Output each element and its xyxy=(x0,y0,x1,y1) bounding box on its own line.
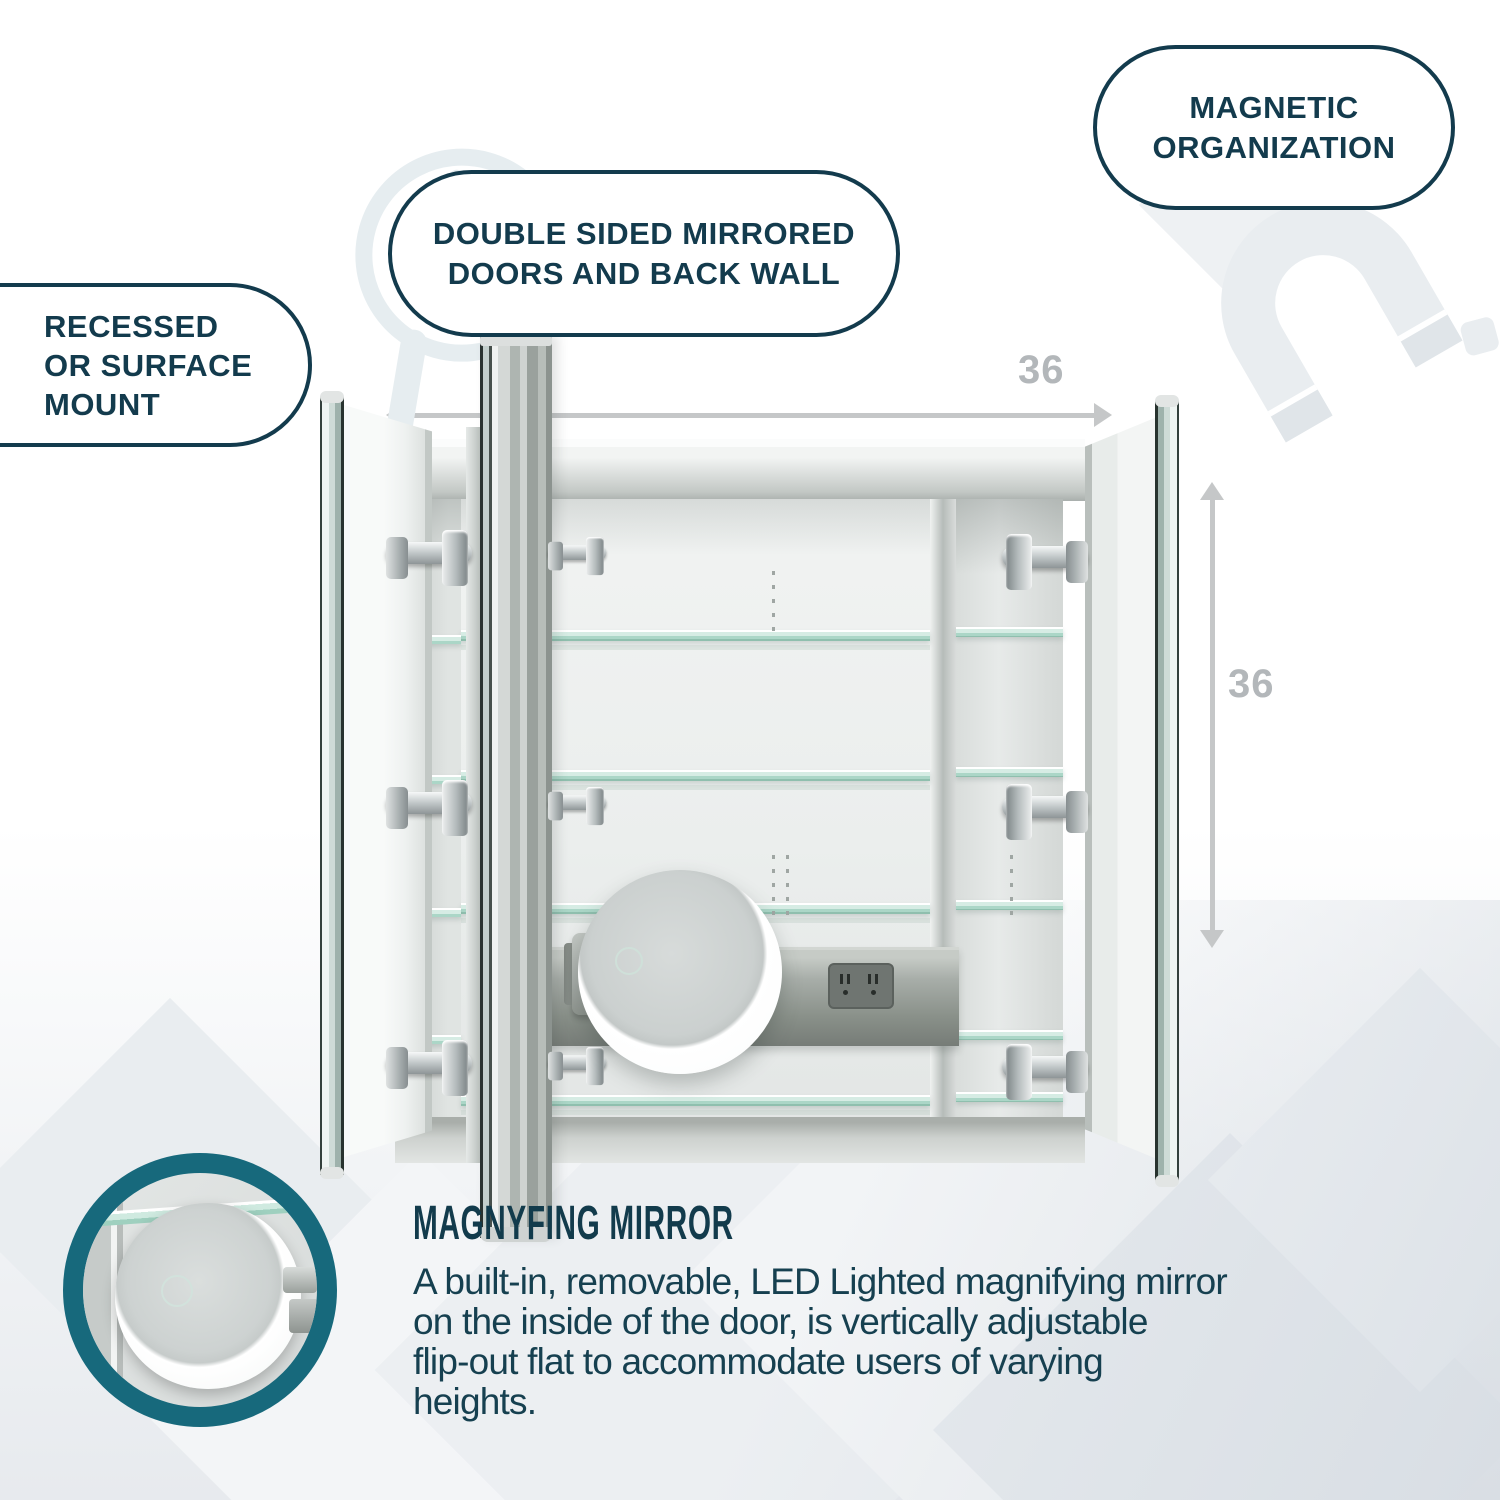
door-hinge xyxy=(1002,1041,1088,1103)
paragraph-line: flip-out flat to accommodate users of va… xyxy=(413,1341,1104,1382)
inset-touch-button xyxy=(161,1275,193,1307)
power-outlet xyxy=(828,963,894,1009)
callout-double-sided-doors: DOUBLE SIDED MIRRORED DOORS AND BACK WAL… xyxy=(388,170,900,337)
glass-shelf xyxy=(417,775,461,784)
inset-hinge xyxy=(289,1299,317,1333)
magnifying-mirror-inset xyxy=(63,1153,337,1427)
mirror-touch-button xyxy=(615,947,643,975)
inset-led-mirror xyxy=(115,1203,301,1389)
door-hinge xyxy=(1002,531,1088,593)
inset-hinge xyxy=(283,1267,317,1293)
magnet-watermark-icon xyxy=(1221,201,1499,443)
callout-text: MOUNT xyxy=(44,386,161,422)
magnifying-mirror xyxy=(578,870,782,1074)
left-door-mirror-edge xyxy=(320,397,344,1175)
glass-shelf xyxy=(956,767,1063,777)
shelf-peg-holes xyxy=(772,855,775,919)
glass-shelf xyxy=(956,627,1063,637)
center-door-open xyxy=(480,331,552,1242)
left-door-top-cap xyxy=(320,391,344,403)
shelf-peg-holes xyxy=(1010,855,1013,919)
shelf-peg-holes xyxy=(786,855,789,919)
shelf-peg-holes xyxy=(772,571,775,635)
glass-shelf xyxy=(461,630,930,650)
right-door-inner-face xyxy=(1085,417,1157,1159)
left-door-bottom-cap xyxy=(320,1167,344,1179)
callout-text: DOORS AND BACK WALL xyxy=(447,255,841,291)
door-hinge xyxy=(386,527,472,589)
door-hinge xyxy=(548,785,607,827)
medicine-cabinet-photo xyxy=(320,331,1180,1242)
glass-shelf xyxy=(461,1095,930,1115)
door-hinge xyxy=(548,535,607,577)
right-door-top-cap xyxy=(1155,395,1179,407)
glass-shelf xyxy=(417,635,461,644)
callout-text: MAGNETIC xyxy=(1189,89,1359,125)
glass-shelf xyxy=(956,1030,1063,1040)
glass-shelf xyxy=(956,900,1063,910)
glass-shelf xyxy=(461,770,930,790)
door-hinge xyxy=(386,1037,472,1099)
callout-text: ORGANIZATION xyxy=(1152,129,1396,165)
callout-text: DOUBLE SIDED MIRRORED xyxy=(432,215,856,251)
callout-text: OR SURFACE xyxy=(44,347,253,383)
height-dimension-label: 36 xyxy=(1228,662,1275,706)
paragraph-line: on the inside of the door, is vertically… xyxy=(413,1301,1148,1342)
callout-magnetic-organization: MAGNETIC ORGANIZATION xyxy=(1093,45,1455,210)
paragraph-line: A built-in, removable, LED Lighted magni… xyxy=(413,1261,1228,1302)
section-title: MAGNYFING MIRROR xyxy=(413,1197,734,1250)
glass-shelf xyxy=(417,908,461,917)
glass-shelf xyxy=(417,1035,461,1044)
paragraph-line: heights. xyxy=(413,1381,537,1422)
right-door-mirror-edge xyxy=(1155,401,1179,1181)
section-paragraph: A built-in, removable, LED Lighted magni… xyxy=(413,1262,1393,1422)
width-dimension-label: 36 xyxy=(1018,348,1065,392)
callout-recessed-mount: RECESSED OR SURFACE MOUNT xyxy=(0,283,312,447)
door-hinge xyxy=(548,1045,607,1087)
right-door-bottom-cap xyxy=(1155,1175,1179,1187)
callout-text: RECESSED xyxy=(44,308,219,344)
door-hinge xyxy=(1002,781,1088,843)
door-hinge xyxy=(386,777,472,839)
left-door-inner-face xyxy=(344,405,432,1157)
